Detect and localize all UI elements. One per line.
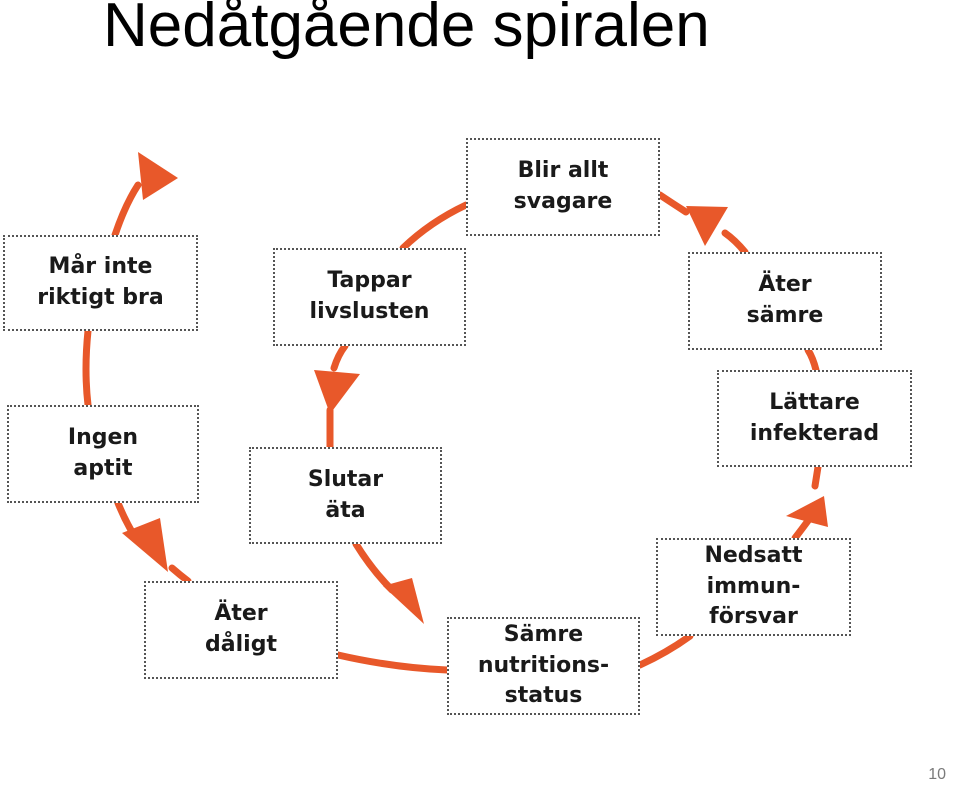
arrowhead-into-slutar bbox=[314, 370, 360, 414]
arrowhead-into-ater-daligt bbox=[122, 518, 168, 572]
node-slutar-ata: Slutar äta bbox=[249, 447, 442, 544]
node-label: Äter dåligt bbox=[205, 601, 277, 657]
arrowhead-into-lattare bbox=[786, 496, 828, 527]
connector-ater-daligt-to-samre-nutritionsstatus bbox=[334, 651, 451, 674]
connector-ater-daligt-stub bbox=[168, 564, 192, 585]
connector-slutar-to-samre-nutr bbox=[352, 540, 396, 594]
arrowhead-into-samre-nutr bbox=[383, 578, 424, 624]
arrowhead-into-blir-allt bbox=[686, 206, 728, 246]
node-label: Tappar livslusten bbox=[309, 268, 430, 324]
node-label: Nedsatt immun- försvar bbox=[704, 542, 803, 630]
node-label: Blir allt svagare bbox=[513, 158, 613, 214]
connector-tappar-to-slutar bbox=[330, 342, 349, 372]
node-ingen-aptit: Ingen aptit bbox=[7, 405, 199, 503]
connector-mar-inte-up bbox=[111, 181, 142, 239]
node-label: Slutar äta bbox=[307, 466, 384, 523]
arrowhead-top-left bbox=[138, 152, 178, 200]
node-label: Ingen aptit bbox=[67, 425, 139, 481]
connector-lattare-to-ater-samre bbox=[804, 346, 820, 374]
slide-title: Nedåtgående spiralen bbox=[103, 0, 710, 60]
node-mar-inte-riktigt-bra: Mår inte riktigt bra bbox=[3, 235, 198, 331]
node-ater-samre: Äter sämre bbox=[688, 252, 882, 350]
connector-lattare-stub bbox=[811, 463, 822, 490]
node-label: Äter sämre bbox=[746, 272, 824, 328]
connector-blir-allt-stub bbox=[656, 191, 690, 216]
node-nedsatt-immunforsvar: Nedsatt immun- försvar bbox=[656, 538, 851, 636]
connector-ingen-aptit-to-ater-daligt bbox=[114, 499, 136, 536]
node-blir-allt-svagare: Blir allt svagare bbox=[466, 138, 660, 236]
connector-ater-samre-to-blir-allt bbox=[721, 229, 749, 256]
node-ater-daligt: Äter dåligt bbox=[144, 581, 338, 679]
node-samre-nutritionsstatus: Sämre nutritions- status bbox=[447, 617, 640, 715]
connector-ingen-aptit-to-mar-inte bbox=[82, 327, 92, 409]
node-tappar-livslusten: Tappar livslusten bbox=[273, 248, 466, 346]
node-lattare-infekterad: Lättare infekterad bbox=[717, 370, 912, 467]
connector-samre-nutritionsstatus-to-nedsatt-immunforsvar bbox=[636, 632, 694, 669]
page-number: 10 bbox=[928, 766, 946, 783]
node-label: Mår inte riktigt bra bbox=[37, 254, 164, 310]
connector-blir-allt-to-tappar bbox=[399, 201, 470, 252]
node-label: Sämre nutritions- status bbox=[477, 621, 610, 709]
node-label: Lättare infekterad bbox=[749, 389, 880, 446]
